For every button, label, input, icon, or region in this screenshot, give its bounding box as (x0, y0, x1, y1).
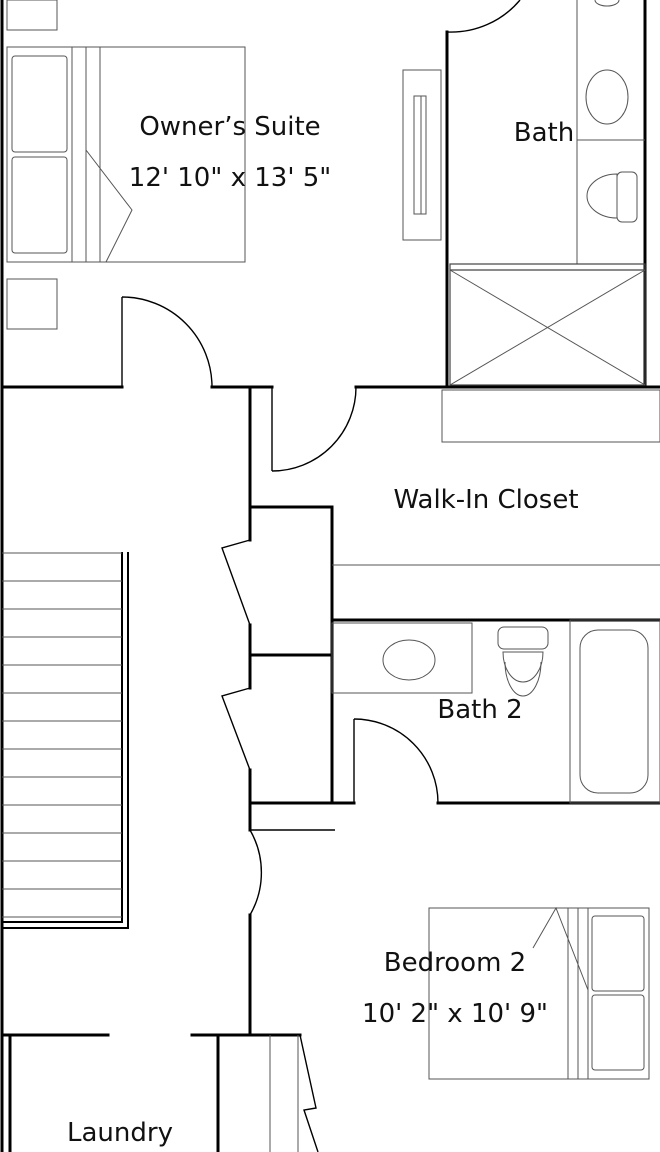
owners-bed (6, 46, 246, 263)
walk-in-closet-label: Walk-In Closet (393, 485, 579, 515)
stairs (1, 552, 129, 929)
nightstand (6, 278, 58, 330)
bedroom-2-size: 10' 2" x 10' 9" (362, 999, 548, 1029)
tv-console (402, 69, 442, 241)
owners-suite-label: Owner’s Suite (139, 112, 321, 142)
closet-shelves (332, 389, 660, 566)
owners-suite-size: 12' 10" x 13' 5" (128, 163, 332, 193)
laundry-label: Laundry (67, 1118, 173, 1148)
owners-bath-fixtures (449, 0, 646, 386)
bedroom2-bed (428, 906, 650, 1080)
bedroom-2-label: Bedroom 2 (383, 948, 527, 978)
doors (121, 0, 521, 1152)
bath-label: Bath (513, 118, 575, 148)
bath-2-label: Bath 2 (437, 695, 523, 725)
nightstand (6, 0, 58, 31)
bath2-fixtures (331, 619, 660, 804)
